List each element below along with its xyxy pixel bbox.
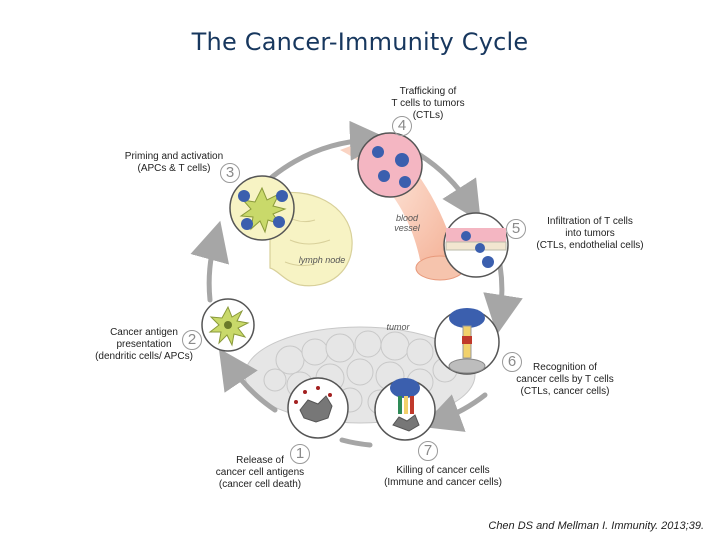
step-3-number: 3 bbox=[220, 163, 240, 183]
slide-title: The Cancer-Immunity Cycle bbox=[191, 28, 529, 56]
step-2-number: 2 bbox=[182, 330, 202, 350]
step-5-number: 5 bbox=[506, 219, 526, 239]
step-2-illustration bbox=[201, 298, 255, 352]
step-3-label: Priming and activation(APCs & T cells) bbox=[124, 151, 224, 174]
step-4-number: 4 bbox=[392, 116, 412, 136]
step-1-number: 1 bbox=[290, 444, 310, 464]
lymph-node-label: lymph node bbox=[298, 255, 346, 265]
citation: Chen DS and Mellman I. Immunity. 2013;39… bbox=[488, 520, 704, 532]
step-3-illustration bbox=[229, 175, 295, 241]
step-5-illustration bbox=[443, 212, 509, 278]
step-4-illustration bbox=[357, 132, 423, 198]
step-7-illustration bbox=[374, 378, 436, 441]
step-6-number: 6 bbox=[502, 352, 522, 372]
step-7-label: Killing of cancer cells(Immune and cance… bbox=[384, 465, 502, 488]
tumor-label: tumor bbox=[386, 322, 410, 332]
step-1-illustration bbox=[287, 377, 349, 439]
step-6-illustration bbox=[434, 308, 500, 375]
step-7-number: 7 bbox=[418, 441, 438, 461]
